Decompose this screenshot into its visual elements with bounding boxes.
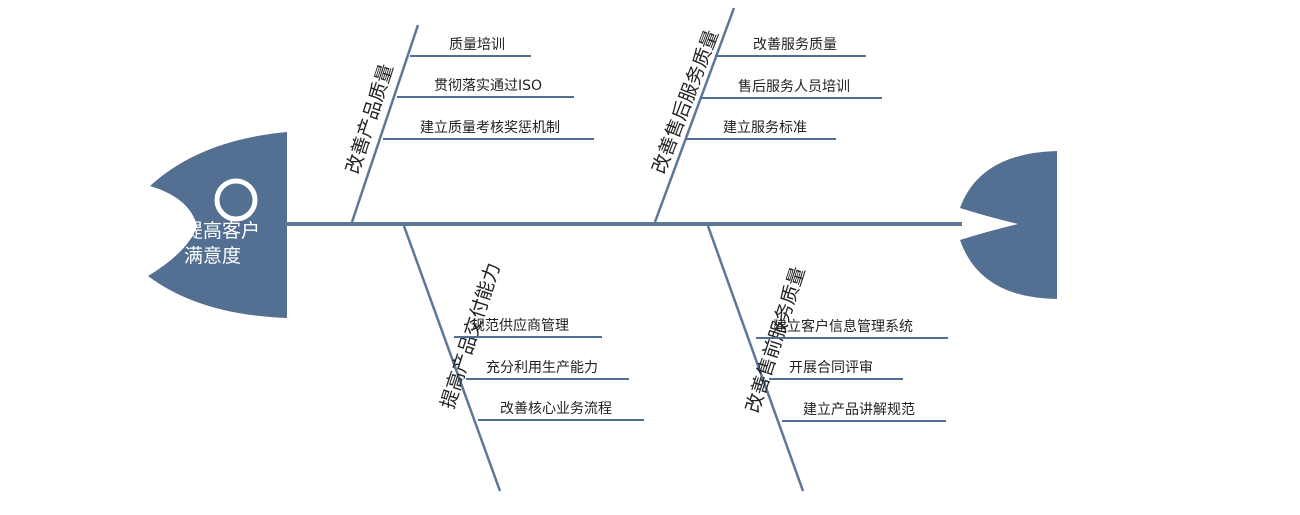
branch-product-quality: 改善产品质量 质量培训 贯彻落实通过ISO 建立质量考核奖惩机制 xyxy=(342,24,594,223)
branch-presales-quality: 改善售前服务质量 建立客户信息管理系统 开展合同评审 建立产品讲解规范 xyxy=(706,225,948,492)
cause-label: 建立客户信息管理系统 xyxy=(773,318,913,335)
fish-head-shape xyxy=(148,132,287,318)
branch-title: 改善售前服务质量 xyxy=(742,264,810,415)
branch-title: 改善售后服务质量 xyxy=(648,27,723,177)
branch-line xyxy=(402,225,502,492)
fish-head: 提高客户 满意度 xyxy=(148,132,287,318)
fish-eye-icon xyxy=(214,178,258,222)
cause-label: 建立服务标准 xyxy=(723,120,807,136)
cause-label: 建立产品讲解规范 xyxy=(803,401,915,418)
cause-label: 售后服务人员培训 xyxy=(738,79,850,95)
head-title-line2: 满意度 xyxy=(184,245,241,267)
fish-tail xyxy=(960,151,1057,299)
cause-label: 规范供应商管理 xyxy=(471,317,569,334)
branch-line xyxy=(706,225,805,492)
branch-title: 改善产品质量 xyxy=(342,61,398,176)
head-title-line1: 提高客户 xyxy=(184,220,260,242)
cause-label: 建立质量考核奖惩机制 xyxy=(420,119,560,136)
branch-delivery-capability: 提高产品交付能力 规范供应商管理 充分利用生产能力 改善核心业务流程 xyxy=(402,225,644,492)
cause-label: 改善服务质量 xyxy=(753,37,837,53)
fish-tail-shape xyxy=(960,151,1057,299)
branch-line xyxy=(653,7,736,223)
cause-label: 充分利用生产能力 xyxy=(486,360,598,376)
branch-line xyxy=(350,24,420,223)
cause-label: 质量培训 xyxy=(449,37,505,53)
branch-title: 提高产品交付能力 xyxy=(437,260,505,411)
cause-label: 贯彻落实通过ISO xyxy=(434,78,542,94)
cause-label: 改善核心业务流程 xyxy=(500,401,612,417)
cause-label: 开展合同评审 xyxy=(789,360,873,376)
branch-aftersales-quality: 改善售后服务质量 改善服务质量 售后服务人员培训 建立服务标准 xyxy=(648,7,882,223)
